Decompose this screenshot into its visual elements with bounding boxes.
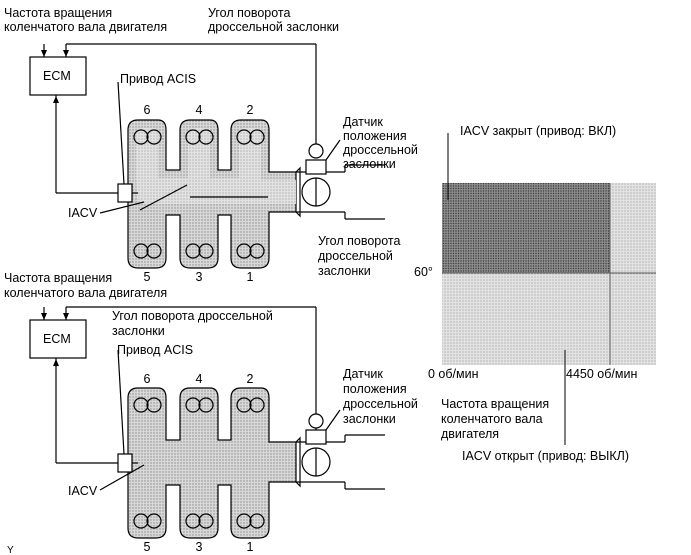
top-cyl-6: 6 <box>143 103 151 117</box>
top-acis-actuator <box>117 183 133 203</box>
bottom-crank-speed-label-2: коленчатого вала двигателя <box>4 286 168 300</box>
bottom-acis-actuator <box>117 453 133 473</box>
graph-rpm-zero: 0 об/мин <box>428 367 479 381</box>
bottom-tps-label-4: заслонки <box>343 412 396 426</box>
bottom-cylinders-lower <box>133 513 265 529</box>
top-cylinders-upper <box>133 129 265 145</box>
bottom-tps-label-1: Датчик <box>343 367 383 381</box>
top-throttle-angle-label-1: Угол поворота <box>208 6 291 20</box>
bottom-cyl-4: 4 <box>195 372 203 386</box>
bottom-cyl-6: 6 <box>143 372 151 386</box>
graph-x-axis-label-1: Частота вращения <box>441 397 550 411</box>
top-cyl-2: 2 <box>246 103 254 117</box>
top-throttle-angle-bottom-1: Угол поворота <box>318 234 401 248</box>
top-throttle-angle-bottom-3: заслонки <box>318 264 371 278</box>
top-engine <box>29 43 385 269</box>
graph-x-axis-label-2: коленчатого вала <box>441 412 543 426</box>
top-tps-label-3: дроссельной <box>343 143 418 157</box>
graph-open-label: IACV открыт (привод: ВЫКЛ) <box>462 449 629 463</box>
top-cyl-5: 5 <box>143 270 151 284</box>
graph-x-axis-label-3: двигателя <box>441 427 500 441</box>
bottom-cyl-3: 3 <box>195 540 203 554</box>
bottom-cyl-1: 1 <box>246 540 254 554</box>
region-graph <box>442 133 656 445</box>
bottom-iacv-label: IACV <box>68 484 98 498</box>
top-tps-label-2: положения <box>343 129 407 143</box>
graph-rpm-max: 4450 об/мин <box>566 367 638 381</box>
top-cylinders-lower <box>133 243 265 259</box>
top-acis-label: Привод ACIS <box>120 72 197 86</box>
top-throttle-angle-label-2: дроссельной заслонки <box>208 20 340 34</box>
bottom-tps-label-3: дроссельной <box>343 397 418 411</box>
bottom-crank-speed-label-1: Частота вращения <box>4 271 113 285</box>
bottom-throttle-angle-label-1: Угол поворота дроссельной <box>112 309 273 323</box>
graph-closed-label: IACV закрыт (привод: ВКЛ) <box>460 124 617 138</box>
bottom-intake-manifold <box>127 387 297 539</box>
top-crank-speed-label-2: коленчатого вала двигателя <box>4 20 168 34</box>
top-throttle-sensor-body <box>305 159 327 175</box>
bottom-engine <box>29 306 385 539</box>
top-ecm-box <box>29 56 87 96</box>
top-cyl-3: 3 <box>195 270 203 284</box>
top-tps-label-4: заслонки <box>343 157 396 171</box>
bottom-throttle-sensor-body <box>305 429 327 445</box>
bottom-throttle-angle-label-2: заслонки <box>112 324 165 338</box>
bottom-ecm-label: ECM <box>43 332 71 346</box>
region-closed <box>442 183 610 273</box>
bottom-cyl-2: 2 <box>246 372 254 386</box>
top-throttle-angle-bottom-2: дроссельной <box>318 249 393 263</box>
top-ecm-label: ECM <box>43 69 71 83</box>
graph-angle-tick: 60° <box>414 265 433 279</box>
corner-mark: Y <box>7 545 14 555</box>
top-cyl-4: 4 <box>195 103 203 117</box>
top-crank-speed-label-1: Частота вращения <box>4 6 113 20</box>
top-cyl-1: 1 <box>246 270 254 284</box>
bottom-cylinders-upper <box>133 397 265 413</box>
bottom-cyl-5: 5 <box>143 540 151 554</box>
bottom-tps-label-2: положения <box>343 382 407 396</box>
top-iacv-label: IACV <box>68 206 98 220</box>
bottom-ecm-box <box>29 319 87 359</box>
top-tps-label-1: Датчик <box>343 115 383 129</box>
bottom-acis-label: Привод ACIS <box>117 343 194 357</box>
